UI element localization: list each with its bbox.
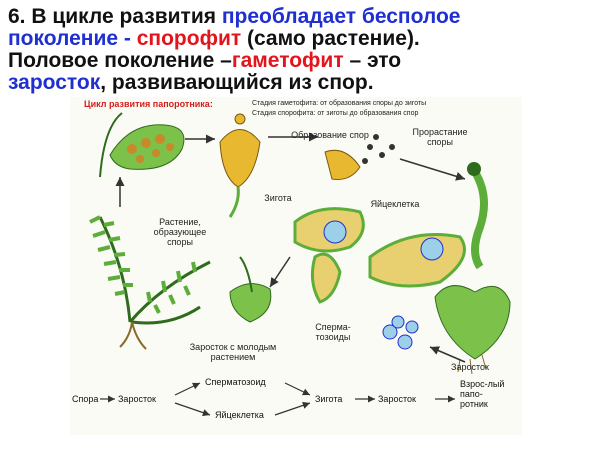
- flow-egg: Яйцеклетка: [215, 410, 264, 420]
- label-prothallus: Заросток: [451, 362, 489, 372]
- heading-blue-text: поколение -: [8, 27, 137, 50]
- label-spore-germination: Прорастание споры: [412, 127, 468, 147]
- arrow: [269, 256, 291, 288]
- arrow: [174, 402, 211, 417]
- heart-prothallus: [434, 285, 511, 375]
- stage-gametophyte-note: Стадия гаметофита: от образования споры …: [252, 100, 427, 107]
- arrow: [284, 382, 311, 396]
- heading-line-3: Половое поколение –гаметофит – это: [8, 50, 594, 72]
- cycle-arrows: [115, 132, 466, 363]
- heading-text-part: (само растение).: [241, 27, 420, 50]
- label-plant: Растение, образующее споры: [153, 217, 207, 247]
- fern-plant: [89, 215, 211, 350]
- heading-text-part: , развивающийся из спор.: [100, 71, 374, 94]
- heading-line-4: заросток, развивающийся из спор.: [8, 72, 594, 94]
- figure-illustration: [89, 112, 511, 417]
- label-zygote: Зигота: [264, 193, 292, 203]
- flow-spore: Спора: [72, 394, 99, 404]
- heading-line-2: поколение - спорофит (само растение).: [8, 28, 594, 50]
- sperm-cluster: [382, 315, 419, 350]
- heading-blue-text: заросток: [8, 71, 101, 94]
- figure-title: Цикл развития папоротника:: [84, 99, 213, 109]
- flow-arrows: [100, 382, 455, 417]
- stage-sporophyte-note: Стадия спорофита: от зиготы до образован…: [252, 110, 419, 117]
- label-spore-formation: Образование спор: [291, 130, 369, 140]
- flow-prothallus-2: Заросток: [378, 394, 416, 404]
- heading-text: 6. В цикле развития преобладает бесполое…: [8, 6, 594, 94]
- arrow: [274, 401, 311, 416]
- arrow: [174, 382, 201, 396]
- spore-release: [324, 134, 395, 180]
- leaf-with-sori: [99, 112, 185, 178]
- flow-adult-fern: Взрос-лый папо-ротник: [460, 379, 505, 409]
- heading-line-1: 6. В цикле развития преобладает бесполое: [8, 6, 594, 28]
- arrow: [429, 346, 466, 363]
- heading-text-part: Половое поколение –: [8, 49, 232, 72]
- sporangium: [219, 113, 261, 218]
- arrow: [399, 158, 466, 181]
- heading-red-text: гаметофит: [231, 49, 344, 72]
- flow-zygote: Зигота: [315, 394, 343, 404]
- germinating-spore: [467, 162, 488, 270]
- flow-sperm: Сперматозоид: [205, 377, 266, 387]
- prothallus-cells: [293, 207, 466, 304]
- heading-text-part: – это: [343, 49, 402, 72]
- label-sperm: Сперма-тозоиды: [315, 322, 351, 342]
- heading-text-part: 6. В цикле развития: [8, 5, 222, 28]
- young-plant-prothallus: [229, 256, 272, 323]
- fern-life-cycle-figure: Цикл развития папоротника: Стадия гамето…: [70, 97, 522, 435]
- heading-blue-text: преобладает бесполое: [221, 5, 461, 28]
- label-egg-cell: Яйцеклетка: [370, 199, 420, 209]
- label-prothallus-young: Заросток с молодым растением: [189, 342, 277, 362]
- flow-prothallus: Заросток: [118, 394, 156, 404]
- heading-red-text: спорофит: [136, 27, 242, 50]
